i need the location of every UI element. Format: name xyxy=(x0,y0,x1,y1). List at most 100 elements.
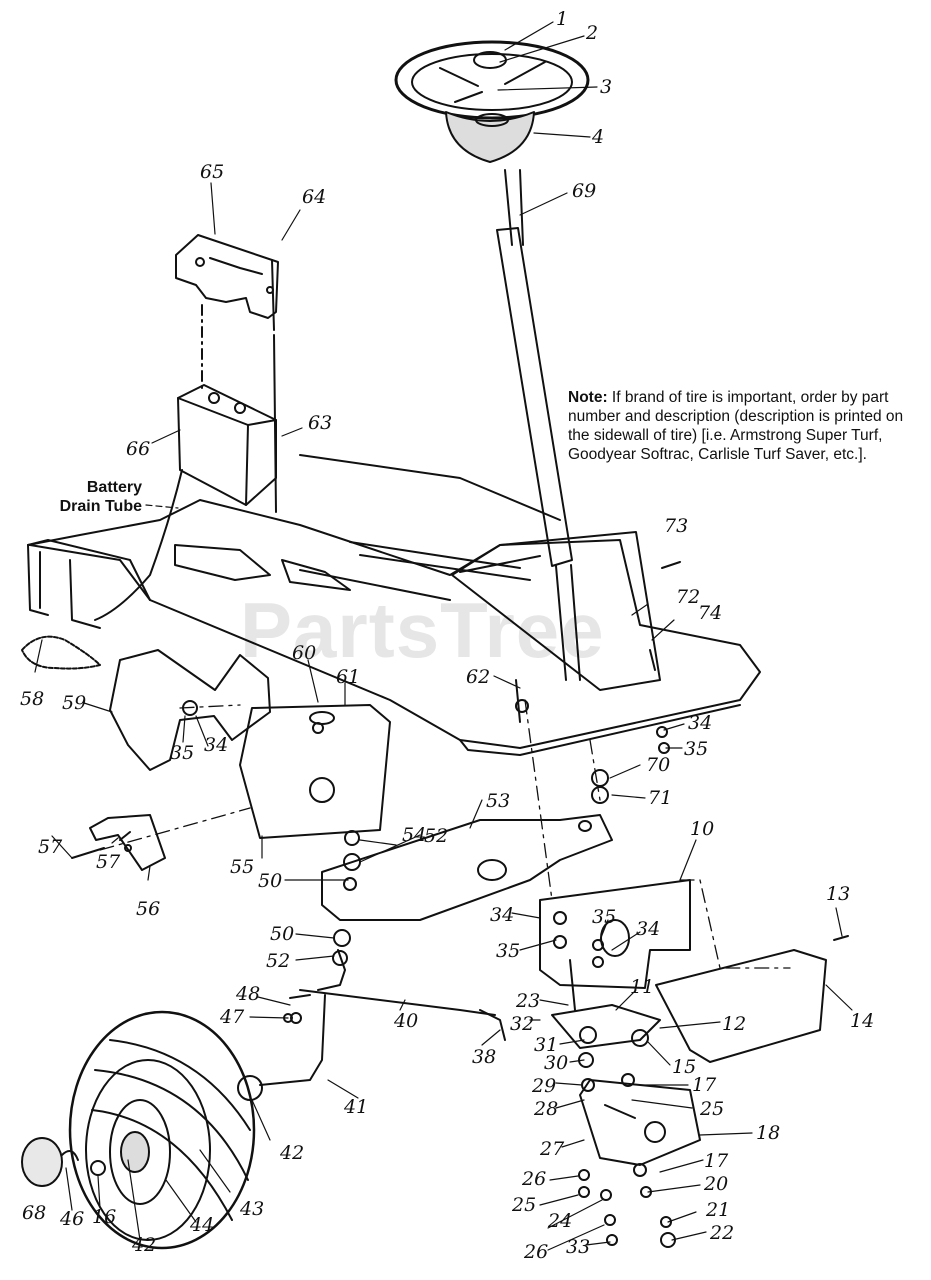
callout-56: 56 xyxy=(136,898,161,920)
callout-28: 28 xyxy=(534,1098,559,1120)
callout-17b: 17 xyxy=(704,1150,729,1172)
callout-15: 15 xyxy=(672,1056,697,1078)
callout-60: 60 xyxy=(292,642,317,664)
callout-59: 59 xyxy=(62,692,87,714)
callout-34c: 34 xyxy=(490,904,515,926)
callout-2: 2 xyxy=(586,22,599,44)
callout-16: 16 xyxy=(92,1206,117,1228)
callout-41: 41 xyxy=(344,1096,369,1118)
callout-14: 14 xyxy=(850,1010,875,1032)
callout-62: 62 xyxy=(466,666,491,688)
callout-73: 73 xyxy=(664,515,689,537)
battery-holddown-bracket xyxy=(175,234,279,319)
callout-44: 44 xyxy=(190,1214,215,1236)
callout-10: 10 xyxy=(690,818,715,840)
callout-57a: 57 xyxy=(38,836,63,858)
callout-17a: 17 xyxy=(692,1074,717,1096)
callout-13: 13 xyxy=(826,883,851,905)
front-wheel-tire xyxy=(68,1010,263,1250)
callout-26b: 26 xyxy=(524,1241,549,1263)
callout-27: 27 xyxy=(540,1138,565,1160)
front-axle xyxy=(321,814,613,921)
callout-48: 48 xyxy=(236,983,261,1005)
note-prefix: Note: xyxy=(568,389,608,406)
callout-70: 70 xyxy=(646,754,671,776)
callout-31: 31 xyxy=(534,1034,559,1056)
callout-53: 53 xyxy=(486,790,511,812)
callout-46: 46 xyxy=(60,1208,85,1230)
callout-52b: 52 xyxy=(266,950,291,972)
leader-lines xyxy=(34,21,853,1251)
hanger-bracket-left xyxy=(109,649,271,771)
callout-43: 43 xyxy=(240,1198,265,1220)
callout-50a: 50 xyxy=(258,870,283,892)
battery-drain-tube xyxy=(94,469,183,621)
callout-35b: 35 xyxy=(684,738,709,760)
callout-52-upper-text: 52 xyxy=(424,825,449,847)
callout-4: 4 xyxy=(592,126,605,148)
hub-cap xyxy=(21,1137,63,1187)
tire-brand-note: Note: If brand of tire is important, ord… xyxy=(568,388,928,464)
callout-24: 24 xyxy=(548,1210,573,1232)
sector-gear xyxy=(579,1079,701,1166)
steering-wheel xyxy=(394,40,590,163)
callout-40: 40 xyxy=(394,1010,419,1032)
callout-42a: 42 xyxy=(280,1142,305,1164)
callout-1: 1 xyxy=(556,8,569,30)
callout-72: 72 xyxy=(676,586,701,608)
callout-47: 47 xyxy=(220,1006,245,1028)
callout-23: 23 xyxy=(516,990,541,1012)
frame-plate xyxy=(27,454,761,756)
callout-22: 22 xyxy=(710,1222,735,1244)
callout-26a: 26 xyxy=(522,1168,547,1190)
mount-bracket xyxy=(89,814,166,871)
callout-29: 29 xyxy=(532,1075,557,1097)
callout-58: 58 xyxy=(20,688,45,710)
callout-42b: 42 xyxy=(132,1234,157,1256)
battery-drain-tube-label: Battery Drain Tube xyxy=(30,478,142,516)
callout-65: 65 xyxy=(200,161,225,183)
callout-12: 12 xyxy=(722,1013,747,1035)
callout-74: 74 xyxy=(698,602,723,624)
callout-34d: 34 xyxy=(636,918,661,940)
callout-21: 21 xyxy=(706,1199,731,1221)
battery-label-line1: Battery xyxy=(86,479,142,496)
callout-38: 38 xyxy=(472,1046,497,1068)
battery-label-line2: Drain Tube xyxy=(59,498,142,515)
callout-50b: 50 xyxy=(270,923,295,945)
steering-plate xyxy=(551,1004,661,1049)
callout-3: 3 xyxy=(600,76,613,98)
tie-rod xyxy=(259,949,506,1086)
callout-66: 66 xyxy=(126,438,151,460)
callout-32: 32 xyxy=(510,1013,535,1035)
callout-69: 69 xyxy=(572,180,597,202)
callout-25b: 25 xyxy=(512,1194,537,1216)
callout-18: 18 xyxy=(756,1122,781,1144)
callout-71: 71 xyxy=(648,787,673,809)
watermark-text: PartsTree xyxy=(240,586,605,674)
callout-30: 30 xyxy=(544,1052,569,1074)
cotter-pin xyxy=(61,1150,79,1161)
callout-54: 54 xyxy=(402,824,427,846)
note-text: If brand of tire is important, order by … xyxy=(568,389,904,463)
callout-52-upper: 52 xyxy=(424,827,448,846)
callout-34a: 34 xyxy=(204,734,229,756)
callout-34b: 34 xyxy=(688,712,713,734)
right-cover-plate xyxy=(655,949,827,1063)
callout-57b: 57 xyxy=(96,851,121,873)
callout-25a: 25 xyxy=(700,1098,725,1120)
clip-ring xyxy=(21,635,101,670)
callout-35a: 35 xyxy=(170,742,195,764)
washer xyxy=(90,1160,106,1176)
battery xyxy=(177,259,277,513)
callout-33: 33 xyxy=(566,1236,591,1258)
callout-61: 61 xyxy=(336,666,361,688)
axle-bracket xyxy=(539,879,691,1011)
callout-35d: 35 xyxy=(592,906,617,928)
callout-63: 63 xyxy=(308,412,333,434)
callout-35c: 35 xyxy=(496,940,521,962)
callout-55: 55 xyxy=(230,856,255,878)
callout-20: 20 xyxy=(704,1173,729,1195)
steering-shaft xyxy=(496,169,581,681)
